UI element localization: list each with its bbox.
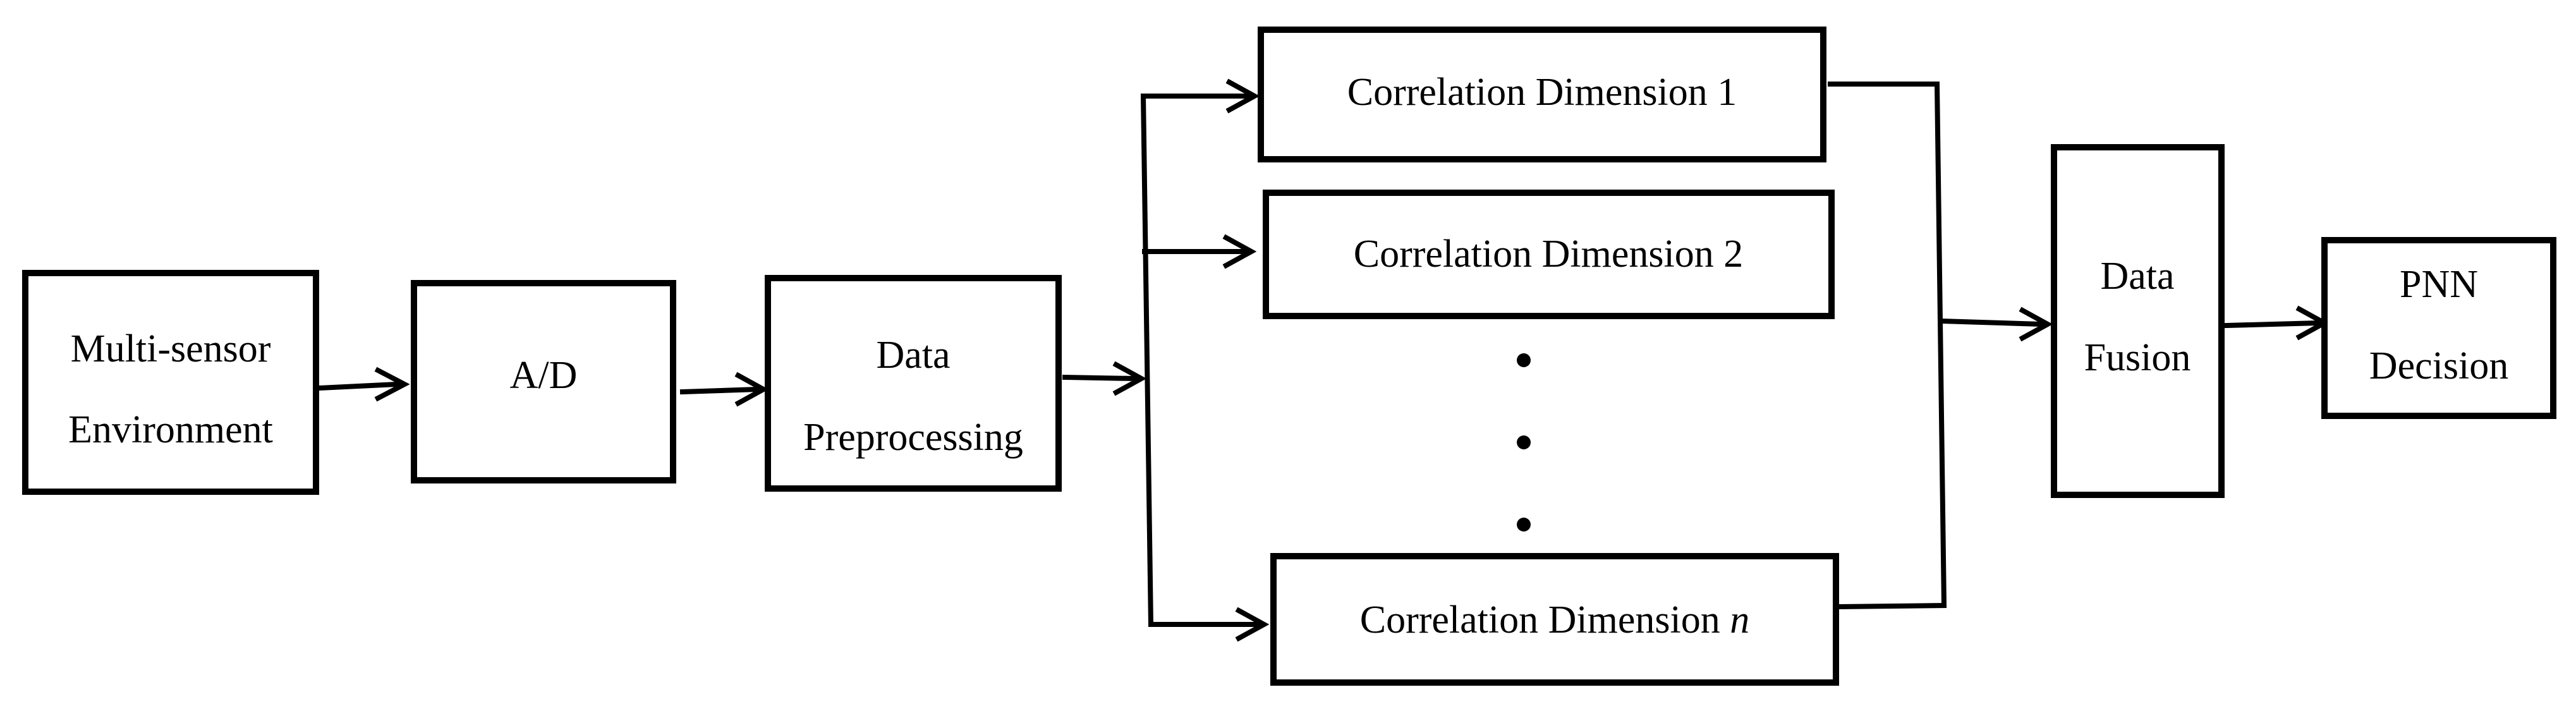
node-correlation-dimension-n: Correlation Dimension n [1270,553,1839,686]
vertical-ellipsis [1517,353,1531,532]
ellipsis-dot [1517,435,1531,449]
node-label: Correlation Dimension 1 [1347,71,1737,114]
arrow-to-cd1 [1141,78,1260,114]
arrow-to-cdn [1148,607,1270,642]
node-a-d: A/D [411,280,676,483]
node-label-line2: Environment [68,408,273,451]
ellipsis-dot [1517,518,1531,532]
node-data-preprocessing: Data Preprocessing [765,275,1062,492]
node-label-line1: Data [876,334,950,377]
node-multi-sensor-environment: Multi-sensor Environment [22,270,319,495]
node-label-line1: Multi-sensor [71,327,271,370]
arrow-fusion-to-pnn [2223,305,2330,341]
node-label: Correlation Dimension n [1360,599,1749,641]
node-label-line2: Preprocessing [803,416,1023,459]
node-label: A/D [510,354,578,397]
node-label-prefix: Correlation Dimension [1360,599,1730,641]
node-label-italic-suffix: n [1730,599,1749,641]
arrow-to-cd2 [1142,234,1257,269]
node-label-line1: PNN [2400,263,2478,306]
node-label-line1: Data [2100,255,2174,298]
node-correlation-dimension-2: Correlation Dimension 2 [1263,190,1835,319]
arrow-sensor-to-ad [316,367,410,402]
arrow-merge-to-fusion [1938,307,2053,342]
split-bus [1140,93,1154,628]
line-cd1-to-merge [1828,82,1947,610]
node-label: Correlation Dimension 2 [1354,233,1743,276]
node-label-line2: Fusion [2084,336,2191,379]
arrow-preprocessing-to-split [1062,361,1147,396]
node-label-line2: Decision [2369,344,2508,387]
ellipsis-dot [1517,353,1531,367]
node-pnn-decision: PNN Decision [2321,237,2556,419]
node-data-fusion: Data Fusion [2051,144,2225,498]
node-correlation-dimension-1: Correlation Dimension 1 [1258,27,1826,162]
arrow-ad-to-preprocessing [679,372,769,407]
